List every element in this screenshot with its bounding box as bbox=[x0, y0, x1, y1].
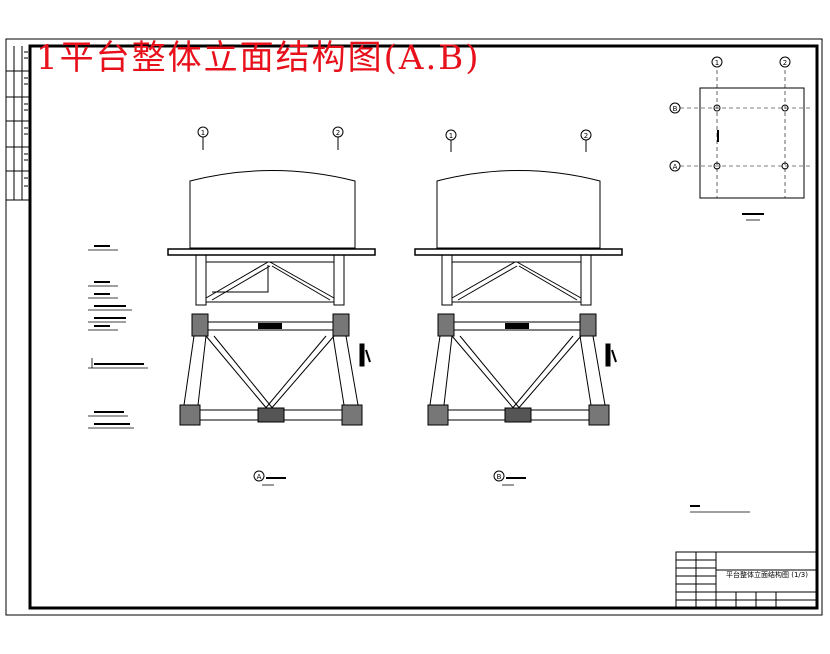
outer-frame bbox=[5, 38, 823, 616]
drawing-title: 1平台整体立面结构图(A.B) bbox=[36, 38, 481, 78]
section-mark-a bbox=[253, 470, 265, 482]
plan-view bbox=[669, 56, 812, 221]
section-mark-b bbox=[493, 470, 505, 482]
grid-mark-2-b-label: 2 bbox=[584, 132, 588, 140]
notes bbox=[690, 505, 750, 513]
inner-frame bbox=[28, 44, 819, 610]
tank-b bbox=[436, 170, 601, 249]
title-block bbox=[675, 551, 818, 609]
plan-row-mark-b-label: B bbox=[673, 105, 678, 113]
plan-column-mark-1-label: 1 bbox=[715, 59, 719, 67]
section-label-a: A bbox=[257, 473, 262, 481]
plan-column-mark-2-label: 2 bbox=[783, 59, 787, 67]
plan-row-mark-a bbox=[669, 160, 681, 172]
elevation-annotations bbox=[88, 245, 148, 429]
plan-column-mark-2 bbox=[779, 56, 791, 68]
elevation-a bbox=[167, 126, 376, 486]
grid-mark-1-b-label: 1 bbox=[449, 132, 453, 140]
tank-a bbox=[189, 170, 356, 249]
deck-b bbox=[414, 248, 623, 256]
elevation-b bbox=[414, 129, 623, 486]
binding-strip bbox=[6, 46, 30, 201]
grid-mark-1-a-label: 1 bbox=[201, 129, 205, 137]
title-block-drawing-name: 平台整体立面结构图 (1/3) bbox=[726, 571, 808, 579]
grid-mark-2-a-label: 2 bbox=[336, 129, 340, 137]
section-label-b: B bbox=[497, 473, 502, 481]
deck-a bbox=[167, 248, 376, 256]
plan-column-mark-1 bbox=[711, 56, 723, 68]
plan-row-mark-a-label: A bbox=[673, 163, 678, 171]
plan-row-mark-b bbox=[669, 102, 681, 114]
